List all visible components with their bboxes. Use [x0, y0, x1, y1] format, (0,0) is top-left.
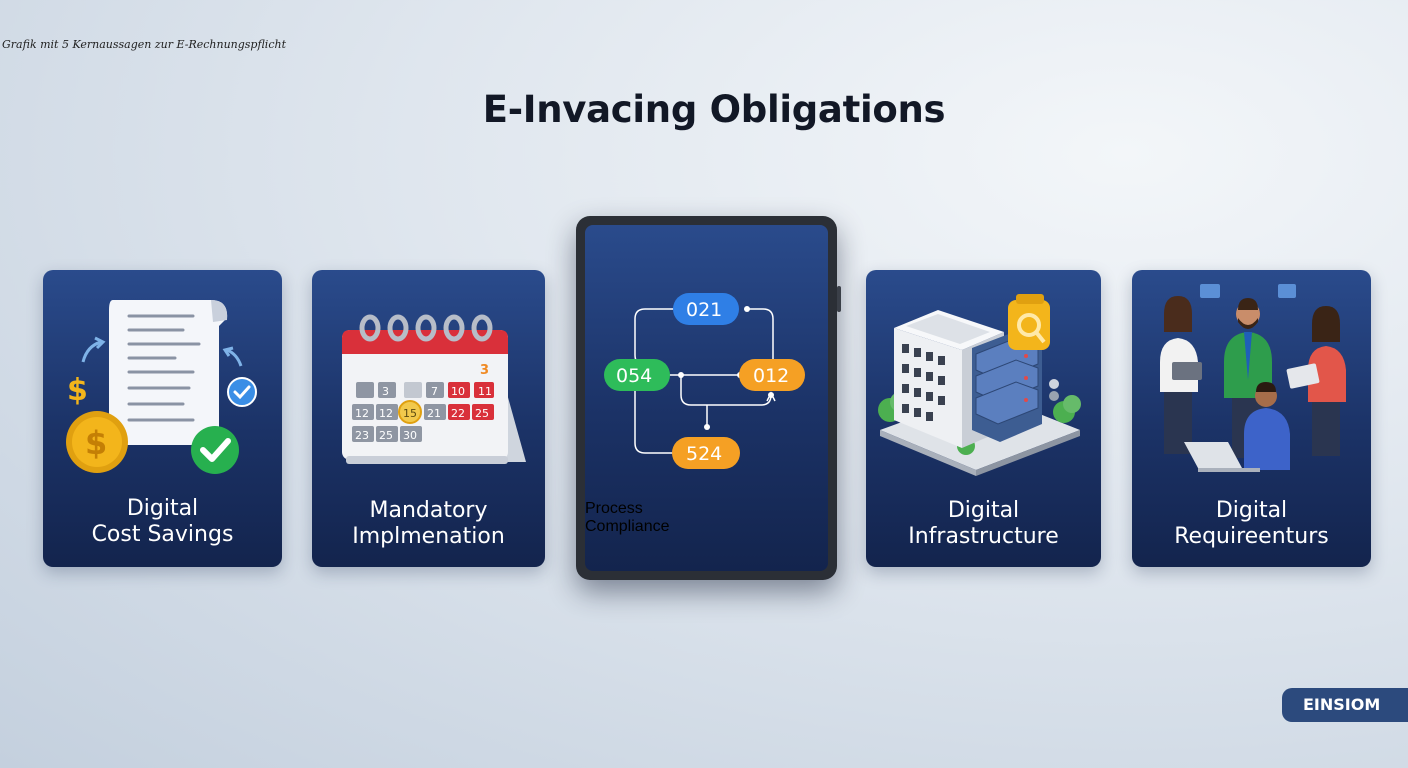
- building-server-icon: [878, 294, 1081, 476]
- tablet-side-button: [837, 286, 841, 312]
- card-label-line2: Compliance: [585, 518, 670, 535]
- calendar-cell: 21: [427, 407, 441, 420]
- card-label-line2: Infrastructure: [908, 524, 1059, 549]
- card-label-line1: Digital: [947, 498, 1020, 523]
- calendar-cell: 12: [379, 407, 393, 420]
- page-title: E-Invacing Obligations: [482, 88, 946, 131]
- calendar-icon: 3 3 7 10 11 12 12 15 21 22 25 23 25 30: [342, 314, 526, 464]
- card-label-line1: Digital: [126, 496, 199, 521]
- flow-node: 012: [753, 365, 789, 387]
- calendar-cell: 30: [403, 429, 417, 442]
- flow-node: 524: [686, 443, 722, 465]
- svg-text:$: $: [85, 424, 107, 462]
- card-label-line1: Mandatory: [369, 498, 488, 523]
- card-label-line1: Process: [585, 500, 643, 517]
- card-label-line2: Implmenation: [352, 524, 505, 549]
- calendar-cell: 22: [451, 407, 465, 420]
- flow-node: 054: [616, 365, 652, 387]
- tablet-screen: 021 054 012 524 Process Compliance: [585, 225, 828, 571]
- process-flow-icon: 021 054 012 524: [604, 293, 805, 469]
- flow-node: 021: [686, 299, 722, 321]
- calendar-cell: 23: [355, 429, 369, 442]
- card-mandatory-implementation[interactable]: 3 3 7 10 11 12 12 15 21 22 25 23 25 30 M…: [312, 270, 545, 567]
- calendar-cell: 12: [355, 407, 369, 420]
- card-digital-infrastructure[interactable]: Digital Infrastructure: [866, 270, 1101, 567]
- calendar-cell: 7: [431, 385, 438, 398]
- card-label-line1: Digital: [1215, 498, 1288, 523]
- calendar-corner-number: 3: [480, 363, 489, 378]
- svg-text:$: $: [67, 373, 88, 408]
- calendar-cell: 15: [403, 407, 417, 420]
- image-caption: Grafik mit 5 Kernaussagen zur E-Rechnung…: [2, 38, 286, 51]
- receipt-dollar-icon: $ $: [66, 300, 257, 474]
- calendar-cell: 3: [382, 385, 389, 398]
- card-digital-requirements[interactable]: Digital Requireenturs: [1132, 270, 1371, 567]
- calendar-cell: 25: [475, 407, 489, 420]
- card-digital-cost-savings[interactable]: $ $ Digital Cost Savings: [43, 270, 282, 567]
- card-label-line2: Requireenturs: [1174, 524, 1329, 549]
- calendar-cell: 25: [379, 429, 393, 442]
- team-people-icon: [1160, 284, 1346, 472]
- brand-badge: EINSIOM: [1282, 688, 1408, 722]
- calendar-cell: 11: [478, 385, 492, 398]
- card-process-compliance[interactable]: 021 054 012 524 Process Compliance: [576, 216, 841, 580]
- card-label-line2: Cost Savings: [91, 522, 234, 547]
- calendar-cell: 10: [451, 385, 465, 398]
